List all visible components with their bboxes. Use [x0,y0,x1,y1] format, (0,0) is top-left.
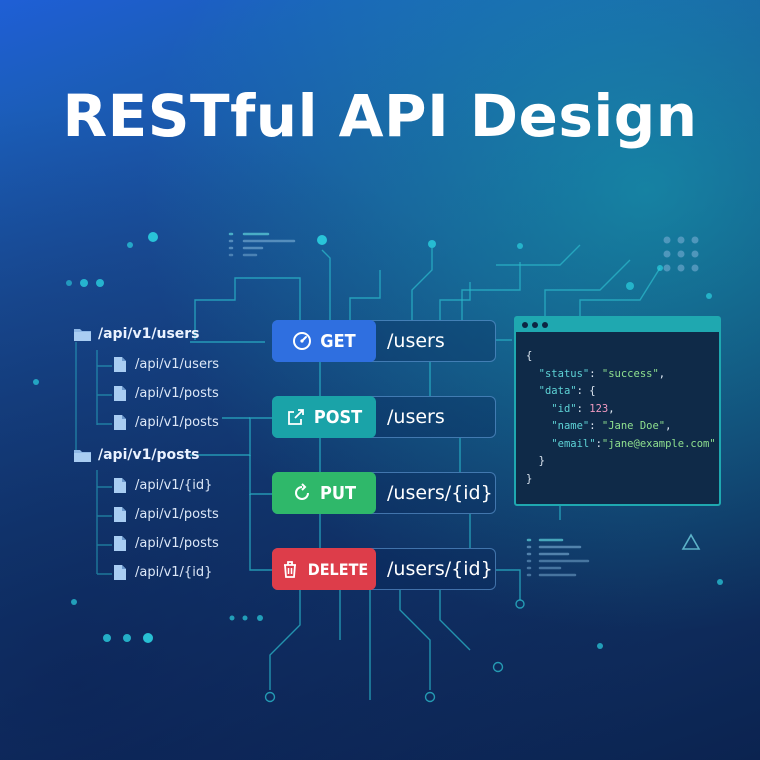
tree-file-label: /api/v1/posts [135,507,219,522]
endpoint-path: /users/{id} [387,482,493,504]
json-value: "Jane Doe" [601,420,666,432]
endpoint-path: /users [387,330,445,352]
file-icon [114,478,126,493]
json-value: 123 [589,402,609,415]
endpoint-path: /users/{id} [387,558,493,580]
tree-file-label: /api/v1/posts [135,386,219,401]
json-key: "email" [551,437,596,450]
json-key: "id" [551,402,577,415]
tree-folder-users[interactable]: /api/v1/users [74,326,200,342]
folder-icon [74,328,91,341]
response-window: { "status": "success", "data": { "id": 1… [514,316,721,506]
folder-icon [74,449,91,462]
file-icon [114,536,126,551]
json-key: "name" [551,420,590,432]
endpoint-put[interactable]: PUT /users/{id} [272,472,496,514]
tree-file-label: /api/v1/{id} [135,565,213,580]
json-value: "success" [601,367,659,380]
method-label: GET [320,330,356,352]
page-title: RESTful API Design [62,82,698,150]
tree-folder-posts[interactable]: /api/v1/posts [74,447,199,463]
json-key: "status" [538,367,590,380]
json-response: { "status": "success", "data": { "id": 1… [526,350,716,485]
file-icon [114,565,126,580]
share-icon [287,409,304,425]
tree-file[interactable]: /api/v1/users [114,357,219,372]
method-label: DELETE [307,559,369,579]
tree-file-label: /api/v1/{id} [135,478,213,493]
file-icon [114,386,126,401]
method-badge-get[interactable]: GET [272,320,376,362]
method-badge-delete[interactable]: DELETE [272,548,376,590]
tree-file-label: /api/v1/users [135,357,220,372]
window-titlebar [516,318,719,332]
tree-file[interactable]: /api/v1/posts [114,507,219,522]
method-label: PUT [319,482,357,504]
window-dot-icon [532,322,538,328]
tree-file[interactable]: /api/v1/posts [114,415,219,430]
tree-folder-label: /api/v1/posts [98,447,200,463]
tree-file-label: /api/v1/posts [135,536,219,551]
tree-file[interactable]: /api/v1/{id} [114,565,212,580]
file-icon [114,357,126,372]
tree-file-label: /api/v1/posts [135,415,219,430]
endpoint-path: /users [387,406,445,428]
endpoint-get[interactable]: GET /users [272,320,496,362]
file-icon [114,415,126,430]
endpoint-post[interactable]: POST /users [272,396,496,438]
gauge-icon [293,332,312,350]
tree-file[interactable]: /api/v1/posts [114,386,219,401]
tree-file[interactable]: /api/v1/{id} [114,478,212,493]
tree-folder-label: /api/v1/users [98,326,200,342]
method-badge-put[interactable]: PUT [272,472,376,514]
window-dot-icon [542,322,548,328]
trash-icon [283,561,296,578]
window-dot-icon [522,322,528,328]
method-label: POST [313,406,363,428]
tree-file[interactable]: /api/v1/posts [114,536,219,551]
json-key: "data" [538,385,577,397]
method-badge-post[interactable]: POST [272,396,376,438]
refresh-icon [295,483,309,500]
endpoint-delete[interactable]: DELETE /users/{id} [272,548,496,590]
file-icon [114,507,126,522]
json-value: "jane@example.com" [601,437,716,450]
